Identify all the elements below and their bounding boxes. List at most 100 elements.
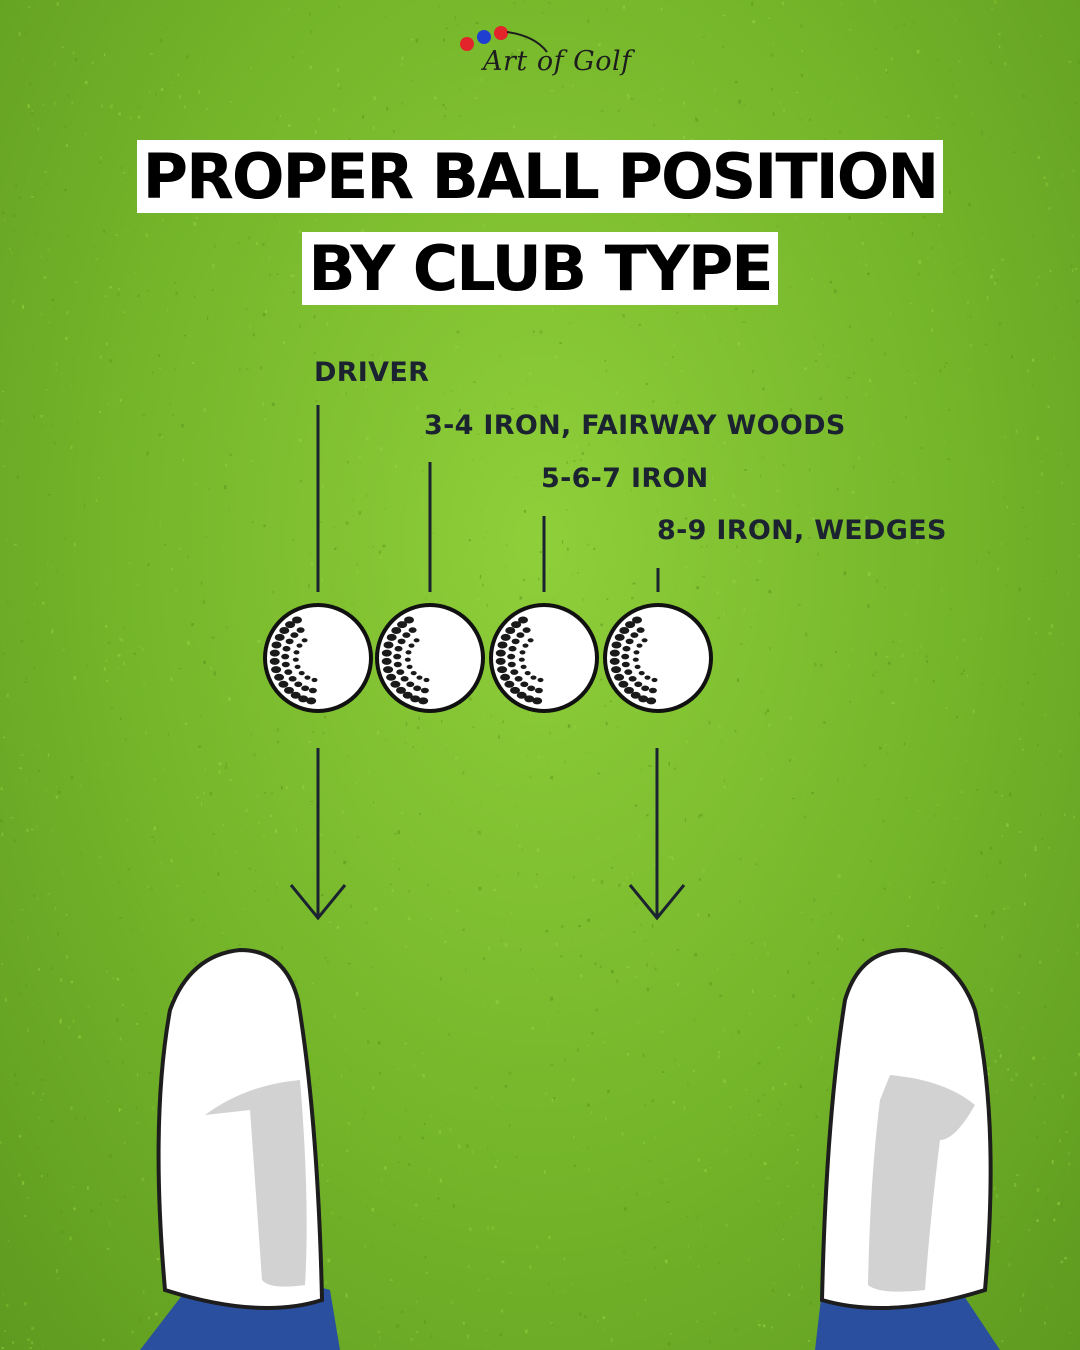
grass-speck [235, 850, 238, 853]
golf-ball-dimple [294, 664, 301, 670]
grass-speck [398, 1245, 400, 1247]
grass-speck [853, 371, 855, 375]
grass-speck [763, 961, 765, 966]
grass-speck [999, 1054, 1002, 1058]
grass-speck [751, 1033, 753, 1036]
grass-speck [764, 1067, 766, 1069]
grass-speck [404, 741, 407, 745]
grass-speck [747, 611, 751, 614]
grass-speck [984, 783, 987, 785]
grass-speck [644, 1298, 646, 1302]
grass-speck [131, 1330, 134, 1334]
grass-speck [356, 708, 358, 712]
grass-speck [606, 598, 609, 601]
grass-speck [637, 1021, 639, 1025]
grass-speck [600, 927, 603, 931]
grass-speck [502, 720, 505, 724]
grass-speck [673, 416, 676, 420]
grass-speck [1001, 834, 1003, 837]
golf-ball-dimple [269, 649, 280, 657]
grass-speck [509, 339, 511, 341]
grass-speck [336, 574, 339, 578]
grass-speck [880, 690, 884, 694]
golf-ball-dimple [611, 666, 622, 674]
grass-speck [768, 17, 771, 19]
grass-speck [988, 462, 990, 465]
grass-speck [16, 160, 19, 162]
grass-speck [98, 1238, 100, 1242]
grass-speck [747, 1257, 750, 1262]
grass-speck [607, 1089, 610, 1093]
grass-speck [720, 739, 724, 744]
grass-speck [737, 942, 740, 945]
grass-speck [358, 510, 362, 515]
grass-speck [1076, 299, 1079, 303]
grass-speck [516, 806, 518, 809]
grass-speck [747, 639, 750, 642]
grass-speck [475, 22, 479, 25]
grass-speck [861, 242, 864, 245]
grass-speck [695, 116, 697, 120]
grass-speck [993, 1187, 996, 1191]
grass-speck [847, 478, 849, 481]
grass-speck [1054, 306, 1058, 311]
grass-speck [106, 342, 108, 346]
grass-speck [98, 476, 100, 479]
grass-speck [429, 1115, 432, 1119]
grass-speck [214, 244, 216, 248]
grass-speck [32, 1003, 35, 1005]
grass-speck [780, 404, 783, 408]
grass-speck [744, 898, 747, 901]
grass-speck [73, 1207, 76, 1211]
golf-ball-dimple [390, 680, 401, 688]
grass-speck [29, 1347, 32, 1349]
grass-speck [456, 330, 460, 334]
grass-speck [416, 1330, 418, 1334]
grass-speck [159, 367, 161, 369]
grass-speck [820, 663, 823, 668]
grass-speck [632, 931, 636, 933]
grass-speck [888, 882, 891, 884]
grass-speck [339, 87, 343, 90]
grass-speck [587, 1044, 589, 1047]
grass-speck [1022, 1292, 1025, 1297]
grass-speck [178, 547, 181, 550]
grass-speck [1011, 354, 1013, 359]
grass-speck [128, 1259, 130, 1263]
grass-speck [33, 1057, 36, 1059]
grass-speck [721, 45, 725, 49]
grass-speck [550, 89, 554, 92]
grass-speck [119, 1105, 122, 1108]
grass-speck [629, 325, 632, 329]
grass-speck [670, 463, 673, 466]
grass-speck [275, 788, 279, 791]
grass-speck [1045, 448, 1048, 451]
grass-speck [203, 660, 206, 665]
grass-speck [898, 338, 900, 342]
grass-speck [981, 683, 983, 686]
grass-speck [592, 878, 595, 882]
grass-speck [264, 418, 266, 421]
grass-speck [645, 1343, 648, 1347]
grass-speck [369, 350, 373, 355]
grass-speck [860, 619, 864, 622]
grass-speck [31, 124, 34, 126]
grass-speck [696, 1320, 698, 1323]
grass-speck [997, 1240, 1000, 1243]
grass-speck [744, 562, 747, 565]
grass-speck [812, 1185, 814, 1188]
grass-speck [204, 768, 206, 771]
grass-speck [553, 1097, 556, 1100]
grass-speck [371, 940, 374, 944]
grass-speck [229, 779, 232, 782]
grass-speck [629, 877, 631, 880]
grass-speck [438, 5, 440, 8]
grass-speck [499, 1333, 503, 1336]
grass-speck [211, 289, 214, 292]
grass-speck [784, 459, 788, 461]
grass-speck [132, 927, 134, 931]
grass-speck [587, 1103, 590, 1107]
grass-speck [445, 12, 447, 15]
grass-speck [801, 1285, 803, 1290]
grass-speck [797, 1212, 799, 1215]
